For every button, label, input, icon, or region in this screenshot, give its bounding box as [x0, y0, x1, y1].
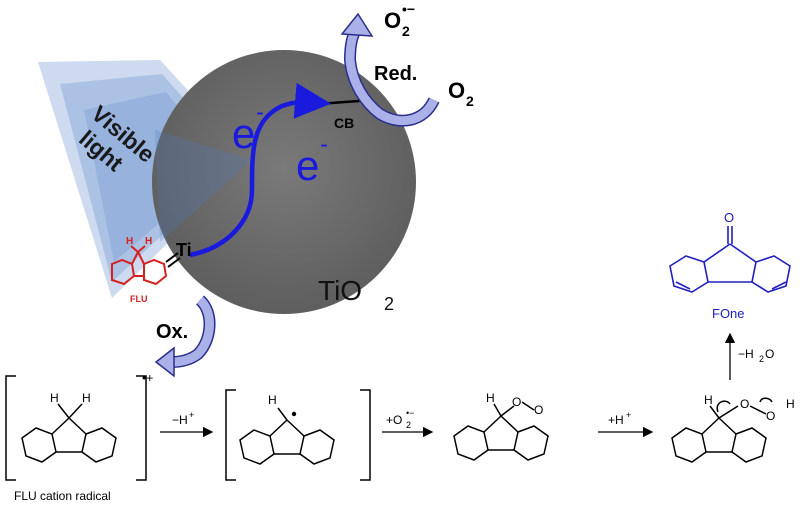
svg-text:-: - [256, 99, 264, 126]
svg-text:O: O [384, 8, 401, 33]
m3-o1: O [512, 395, 521, 409]
carbonyl-o: O [724, 210, 734, 225]
svg-text:-: - [320, 131, 328, 158]
fluorenone-structure [669, 226, 791, 293]
fluorenyl-radical-structure [225, 389, 371, 481]
step4-tail: O [765, 347, 774, 361]
ti-bond-2 [167, 257, 181, 268]
flu-cation-radical-structure [5, 375, 147, 481]
step2-sub: 2 [406, 420, 411, 430]
tio2-particle [152, 50, 416, 314]
m2-h: H [268, 393, 277, 407]
svg-text:2: 2 [466, 93, 474, 109]
m4-o1: O [740, 397, 749, 411]
m4-h-right: H [786, 397, 795, 411]
step3-label: +H [608, 413, 624, 427]
svg-text:e: e [232, 110, 255, 157]
m3-o2: O [534, 403, 543, 417]
hydroperoxide-structure [671, 397, 773, 463]
svg-text:2: 2 [402, 23, 410, 39]
step4-label: −H [738, 347, 754, 361]
electron-transfer-path [189, 82, 331, 258]
superoxide-species: O 2 •− [384, 1, 415, 39]
oxidation-arrow [154, 295, 216, 378]
ox-label: Ox. [156, 321, 188, 343]
m4-o2: O [766, 409, 775, 423]
svg-text:TiO: TiO [318, 275, 362, 306]
radical-dot [291, 411, 297, 417]
ti-label: Ti [176, 240, 192, 260]
step2-sup: •− [406, 408, 414, 418]
flu-label: FLU [130, 294, 148, 304]
m1-h-left: H [50, 391, 59, 405]
m3-h: H [486, 391, 495, 405]
step3-sup: + [626, 410, 631, 420]
fone-label: FOne [712, 306, 745, 321]
reduction-arrow [340, 12, 440, 127]
peroxyl-structure [453, 401, 549, 461]
m4-h-left: H [704, 393, 713, 407]
red-label: Red. [374, 63, 417, 85]
flu-cation-radical-label: FLU cation radical [14, 489, 111, 503]
ti-bond-1 [165, 252, 179, 263]
step4-sub: 2 [759, 354, 764, 364]
m1-h-right: H [82, 391, 91, 405]
flu-h-right: H [145, 236, 152, 247]
flu-h-left: H [126, 236, 133, 247]
adsorbed-fluorene [111, 245, 168, 286]
step1-sup: + [189, 410, 194, 420]
light-overlap [155, 130, 252, 242]
cation-radical-charge: •+ [142, 371, 153, 385]
step2-label: +O [386, 413, 402, 427]
electron-label-2: e - [296, 131, 328, 189]
tio2-label: TiO 2 [318, 275, 394, 314]
electron-label-1: e - [232, 99, 264, 157]
svg-text:O: O [448, 78, 465, 103]
cb-label: CB [334, 115, 354, 131]
svg-text:•−: •− [402, 1, 415, 17]
o2-species: O 2 [448, 78, 474, 109]
svg-text:e: e [296, 142, 319, 189]
step1-label: −H [172, 413, 188, 427]
svg-text:2: 2 [384, 294, 394, 314]
